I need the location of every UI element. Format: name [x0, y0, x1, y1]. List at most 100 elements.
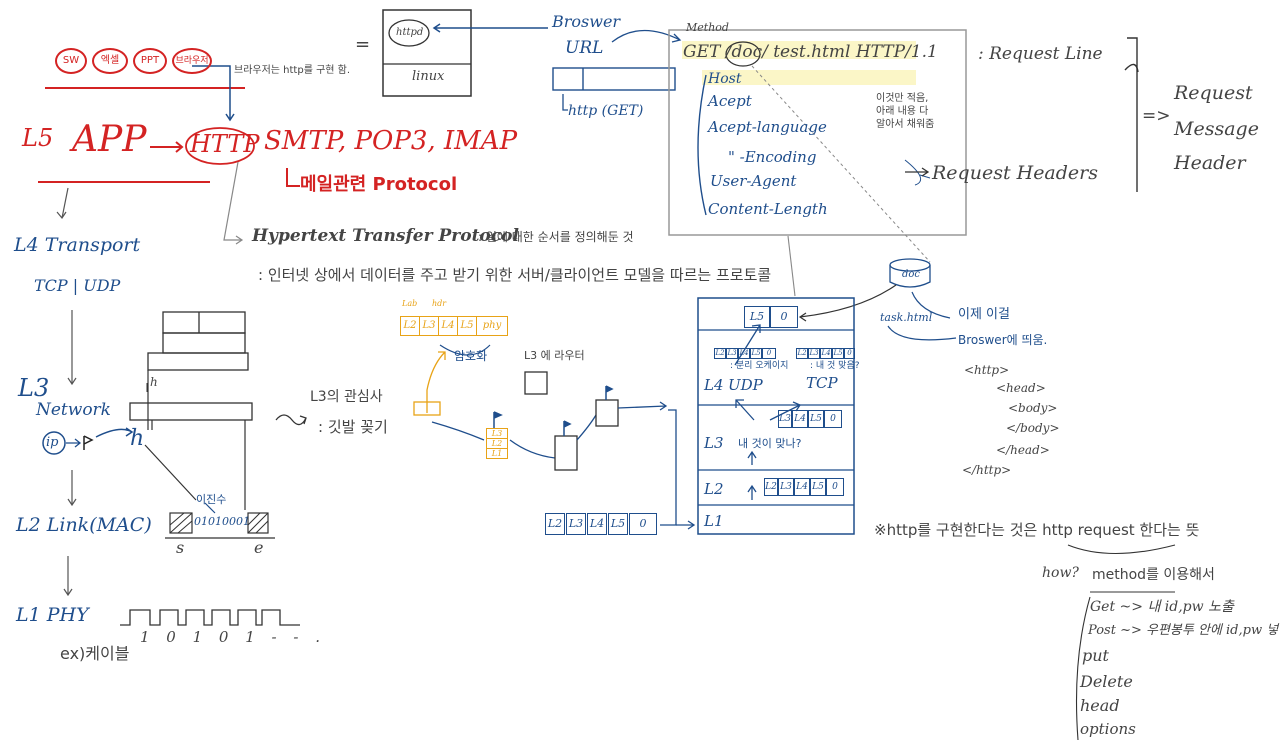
pill-browser: 브라우저 — [172, 48, 212, 74]
mine-note: : 내 것 맞음? — [810, 361, 860, 371]
bottom-cell-l3: L3 — [566, 513, 586, 535]
method-get: Get ~> 내 id,pw 노출 — [1090, 599, 1234, 615]
message-3: Header — [1174, 152, 1246, 174]
arrow-word: => — [1142, 106, 1171, 126]
request-note: 이것만 적음, 아래 내용 다 알아서 채워줌 — [876, 93, 935, 130]
mac-note: 이진수 — [196, 493, 227, 506]
browser-note: 브라우저는 http를 구현 함. — [234, 65, 351, 76]
bits-label: 1 0 1 0 1 - - . — [140, 628, 326, 646]
browser-show-1: 이제 이걸 — [958, 307, 1010, 322]
tag-head-open: <head> — [996, 381, 1046, 395]
stack-l1: L1 — [486, 448, 508, 459]
layer-l3: L3 — [18, 374, 50, 402]
stack-l2: L2 — [704, 480, 724, 498]
tcp-cell-1: L2 — [796, 348, 808, 359]
ip-label: ip — [46, 435, 59, 450]
stack-l5-zero: 0 — [770, 306, 798, 328]
bottom-cell-l4: L4 — [587, 513, 607, 535]
http-definition-line1: : 일에 대한 순서를 정의해둔 것 — [478, 230, 634, 244]
header-language: Acept-language — [708, 118, 827, 136]
udp-cell-5: 0 — [762, 348, 776, 359]
l2-cell-5: 0 — [826, 478, 844, 496]
stack-l5-cell: L5 — [744, 306, 770, 328]
bottom-cell-l2: L2 — [545, 513, 565, 535]
encap-cell-l5: L5 — [457, 316, 477, 336]
flag-note: : 깃발 꽂기 — [318, 418, 388, 436]
l3-interest: L3의 관심사 — [310, 389, 383, 405]
tag-body-close: </body> — [1006, 421, 1060, 435]
l4-sub: TCP | UDP — [34, 276, 121, 295]
udp-cell-4: L5 — [750, 348, 762, 359]
tag-head-close: </head> — [996, 443, 1050, 457]
url-label: URL — [565, 38, 604, 58]
httpd-label: httpd — [396, 27, 424, 38]
layer-l4: L4 Transport — [14, 234, 141, 256]
header-user-agent: User-Agent — [710, 172, 797, 190]
encap-cell-phy: phy — [476, 316, 508, 336]
pill-sw: SW — [55, 48, 87, 74]
encrypt-note: 암호화 — [454, 349, 488, 363]
request-headers-label: Request Headers — [932, 162, 1098, 184]
http-definition-title: Hypertext Transfer Protocol — [252, 226, 519, 246]
pill-ppt: PPT — [133, 48, 167, 74]
http-get-label: http (GET) — [568, 103, 644, 119]
l2-cell-1: L2 — [764, 478, 778, 496]
app-label: APP — [72, 119, 147, 160]
l2-cell-4: L5 — [810, 478, 826, 496]
linux-label: linux — [412, 69, 445, 84]
browser-label: Broswer — [552, 12, 621, 31]
s-label: s — [176, 538, 185, 557]
udp-cell-2: L3 — [726, 348, 738, 359]
stack-l3: L3 — [704, 434, 724, 452]
stack-udp: UDP — [728, 376, 763, 394]
stack-tcp: TCP — [806, 374, 838, 392]
tcp-cell-4: L5 — [832, 348, 844, 359]
tcp-cell-2: L3 — [808, 348, 820, 359]
method-post: Post ~> 우편봉투 안에 id,pw 넣어 보냄 — [1088, 623, 1280, 638]
encap-cell-l2: L2 — [400, 316, 420, 336]
tag-body-open: <body> — [1008, 401, 1058, 415]
separate-note: : 분리 오케이지 — [730, 361, 789, 371]
stack-l1: L1 — [704, 512, 724, 530]
stack-l4: L4 — [704, 376, 724, 394]
tag-http-open: <http> — [964, 363, 1010, 377]
method-head: head — [1080, 696, 1120, 715]
impl-line: ※http를 구현한다는 것은 http request 한다는 뜻 — [874, 521, 1200, 539]
request-line: GET /doc/ test.html HTTP/1.1 — [683, 42, 938, 62]
method-delete: Delete — [1080, 672, 1133, 691]
router-note: L3 에 라우터 — [524, 349, 585, 362]
equals-sign: = — [355, 34, 371, 55]
encap-cell-l3: L3 — [419, 316, 439, 336]
layer-l1: L1 PHY — [16, 604, 89, 626]
e-label: e — [254, 538, 264, 557]
http-definition-line2: : 인터넷 상에서 데이터를 주고 받기 위한 서버/클라이언트 모델을 따르는… — [258, 266, 772, 284]
method-put: put — [1082, 646, 1109, 665]
pill-excel: 엑셀 — [92, 48, 128, 74]
mail-protocols: SMTP, POP3, IMAP — [264, 126, 518, 156]
h-label: h — [130, 426, 145, 451]
impl-method: method를 이용해서 — [1092, 567, 1215, 583]
udp-cell-3: L4 — [738, 348, 750, 359]
l3-cell-1: L3 — [778, 410, 792, 428]
header-host: Host — [708, 71, 742, 87]
bottom-cell-0: 0 — [629, 513, 657, 535]
l2-cell-3: L4 — [794, 478, 810, 496]
encap-lab: Lab — [402, 299, 418, 308]
mail-note: 메일관련 Protocol — [300, 174, 458, 195]
l3-cell-4: 0 — [824, 410, 842, 428]
method-options: options — [1080, 720, 1136, 738]
file-label: task.html — [880, 311, 933, 324]
l2-cell-2: L3 — [778, 478, 794, 496]
l3-sub: Network — [36, 400, 111, 420]
message-1: Request — [1174, 82, 1253, 104]
mac-bits: 01010001 — [194, 515, 250, 528]
doc-label: doc — [902, 269, 921, 280]
layer-l5: L5 — [22, 124, 54, 152]
browser-show-2: Broswer에 띄움. — [958, 333, 1048, 347]
message-2: Message — [1174, 118, 1259, 140]
udp-cell-1: L2 — [714, 348, 726, 359]
encap-hdr: hdr — [432, 299, 447, 308]
header-encoding: " -Encoding — [728, 148, 817, 166]
